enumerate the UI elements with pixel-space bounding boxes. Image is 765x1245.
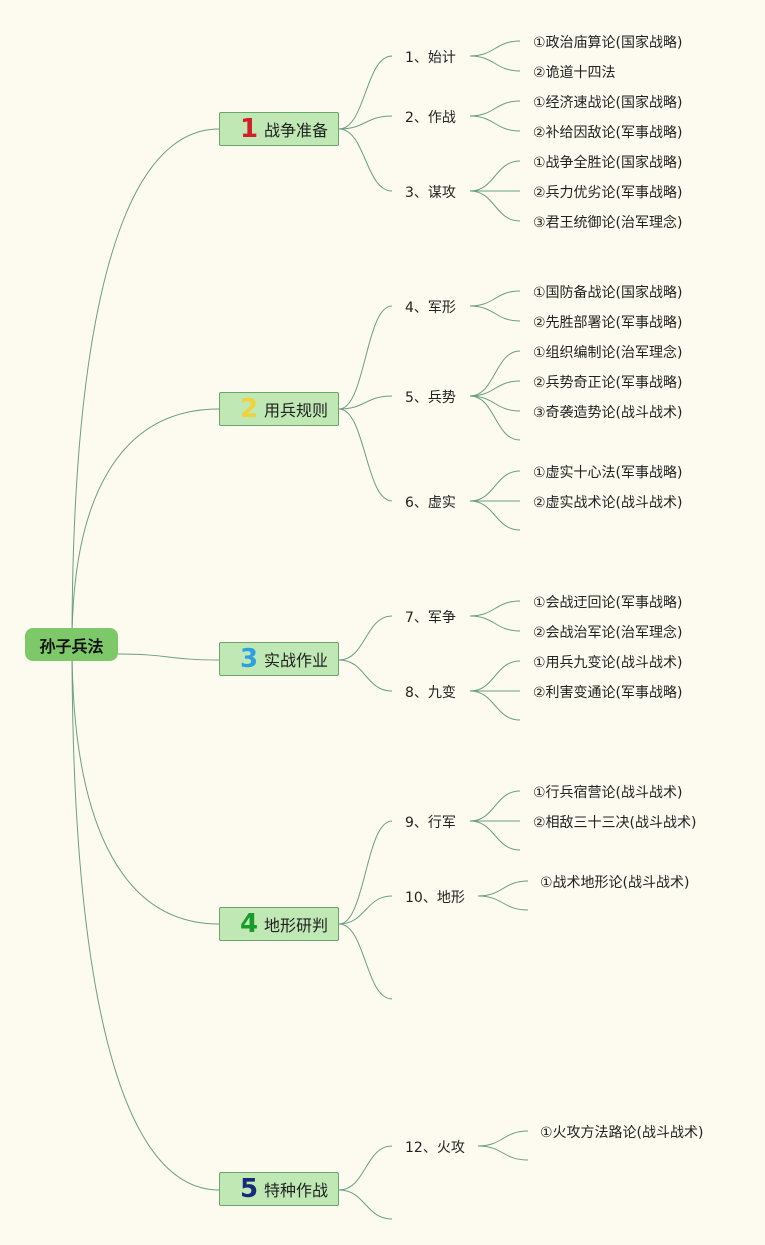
- connector-line: [338, 128, 393, 192]
- leaf-node[interactable]: ①组织编制论(治军理念): [533, 345, 683, 361]
- connector-line: [338, 923, 393, 1000]
- connector-line: [338, 115, 393, 130]
- branch-label: 地形研判: [264, 916, 329, 935]
- connector-line: [338, 395, 393, 410]
- connector-line: [469, 820, 521, 851]
- leaf-node[interactable]: ②兵力优劣论(军事战略): [533, 185, 683, 201]
- connector-line: [469, 660, 521, 692]
- connector-line: [469, 500, 521, 531]
- leaf-node[interactable]: ①经济速战论(国家战略): [533, 95, 683, 111]
- number-icon-5: 5: [240, 1174, 259, 1204]
- connector-line: [469, 395, 521, 412]
- root-node[interactable]: 孙子兵法: [25, 628, 118, 661]
- leaf-node[interactable]: ②虚实战术论(战斗战术): [533, 495, 683, 511]
- connector-line: [338, 615, 393, 661]
- connector-line: [469, 790, 521, 822]
- connector-line: [469, 40, 521, 57]
- subtopic-node[interactable]: 6、虚实: [405, 495, 456, 511]
- leaf-node[interactable]: ①战术地形论(战斗战术): [540, 875, 690, 891]
- connector-line: [469, 160, 521, 192]
- leaf-node[interactable]: ①政治庙算论(国家战略): [533, 35, 683, 51]
- connector-line: [338, 1145, 393, 1191]
- connector-line: [338, 305, 393, 410]
- connector-line: [469, 190, 521, 222]
- connector-line: [338, 408, 393, 502]
- subtopic-node[interactable]: 3、谋攻: [405, 185, 456, 201]
- connector-line: [338, 659, 393, 692]
- number-icon-4: 4: [240, 909, 259, 939]
- leaf-node[interactable]: ①行兵宿营论(战斗战术): [533, 785, 683, 801]
- leaf-node[interactable]: ②相敌三十三决(战斗战术): [533, 815, 697, 831]
- leaf-node[interactable]: ①用兵九变论(战斗战术): [533, 655, 683, 671]
- connector-line: [477, 1130, 529, 1147]
- leaf-node[interactable]: ③君王统御论(治军理念): [533, 215, 683, 231]
- connector-line: [71, 128, 220, 646]
- branch-terrain-analysis[interactable]: 4 地形研判: [219, 907, 339, 941]
- connector-line: [117, 653, 220, 661]
- branch-deployment-rules[interactable]: 2 用兵规则: [219, 392, 339, 426]
- number-icon-3: 3: [240, 644, 259, 674]
- branch-special-operations[interactable]: 5 特种作战: [219, 1172, 339, 1206]
- leaf-node[interactable]: ①国防备战论(国家战略): [533, 285, 683, 301]
- connector-line: [469, 470, 521, 502]
- connector-line: [469, 305, 521, 322]
- connector-line: [469, 115, 521, 132]
- leaf-node[interactable]: ②先胜部署论(军事战略): [533, 315, 683, 331]
- connector-line: [338, 55, 393, 130]
- leaf-node[interactable]: ②诡道十四法: [533, 65, 616, 81]
- leaf-node[interactable]: ①会战迂回论(军事战略): [533, 595, 683, 611]
- leaf-node[interactable]: ③奇袭造势论(战斗战术): [533, 405, 683, 421]
- connector-line: [469, 55, 521, 72]
- leaf-node[interactable]: ②补给因敌论(军事战略): [533, 125, 683, 141]
- subtopic-node[interactable]: 9、行军: [405, 815, 456, 831]
- connector-line: [477, 895, 529, 911]
- leaf-node[interactable]: ②利害变通论(军事战略): [533, 685, 683, 701]
- leaf-node[interactable]: ②会战治军论(治军理念): [533, 625, 683, 641]
- connector-line: [469, 600, 521, 617]
- connector-line: [477, 880, 529, 897]
- branch-war-preparation[interactable]: 1 战争准备: [219, 112, 339, 146]
- connector-line: [469, 615, 521, 632]
- connector-line: [469, 380, 521, 397]
- connector-line: [71, 644, 220, 925]
- branch-label: 实战作业: [264, 651, 329, 670]
- number-icon-1: 1: [240, 114, 259, 144]
- subtopic-node[interactable]: 4、军形: [405, 300, 456, 316]
- connector-line: [469, 100, 521, 117]
- connector-line: [469, 350, 521, 397]
- branch-label: 用兵规则: [264, 401, 329, 420]
- subtopic-node[interactable]: 10、地形: [405, 890, 465, 906]
- connector-line: [71, 408, 220, 646]
- connector-line: [71, 644, 220, 1191]
- subtopic-node[interactable]: 7、军争: [405, 610, 456, 626]
- leaf-node[interactable]: ①火攻方法路论(战斗战术): [540, 1125, 704, 1141]
- connector-line: [477, 1145, 529, 1161]
- connector-line: [469, 690, 521, 721]
- branch-label: 战争准备: [264, 121, 329, 140]
- connector-line: [469, 395, 521, 441]
- branch-label: 特种作战: [264, 1181, 329, 1200]
- subtopic-node[interactable]: 1、始计: [405, 50, 456, 66]
- leaf-node[interactable]: ①战争全胜论(国家战略): [533, 155, 683, 171]
- branch-combat-operations[interactable]: 3 实战作业: [219, 642, 339, 676]
- subtopic-node[interactable]: 8、九变: [405, 685, 456, 701]
- leaf-node[interactable]: ①虚实十心法(军事战略): [533, 465, 683, 481]
- connector-line: [338, 895, 393, 925]
- connector-line: [469, 290, 521, 307]
- subtopic-node[interactable]: 12、火攻: [405, 1140, 465, 1156]
- connector-line: [338, 1189, 393, 1220]
- subtopic-node[interactable]: 5、兵势: [405, 390, 456, 406]
- connector-line: [338, 820, 393, 925]
- subtopic-node[interactable]: 2、作战: [405, 110, 456, 126]
- leaf-node[interactable]: ②兵势奇正论(军事战略): [533, 375, 683, 391]
- number-icon-2: 2: [240, 394, 259, 424]
